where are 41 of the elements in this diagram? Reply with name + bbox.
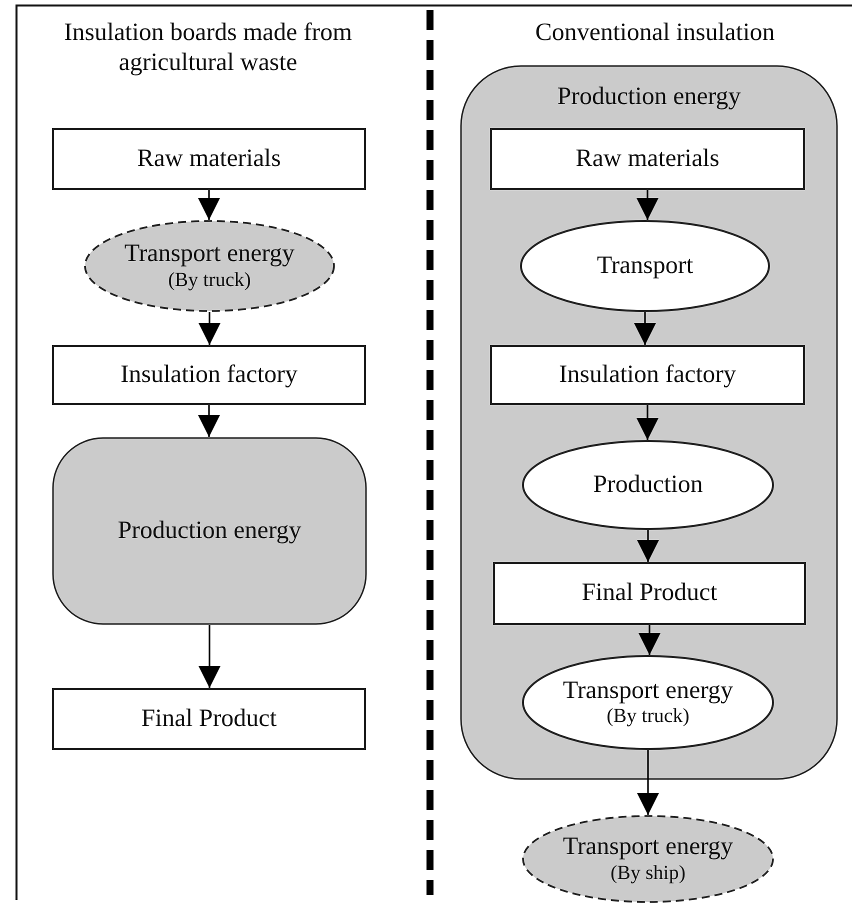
node-note: (By ship) [610,862,686,885]
arrow [634,312,656,345]
node-label: Production [593,470,703,500]
node-label: Insulation factory [120,360,298,390]
arrow [638,625,660,655]
arrow [637,750,659,815]
node-label: Insulation factory [558,360,736,390]
arrow [198,405,220,437]
energy-ellipse [84,220,335,312]
process-box [490,345,805,405]
process-box [52,688,366,750]
arrow [198,312,220,345]
energy-container [460,65,838,780]
process-box [52,345,366,405]
process-ellipse [520,220,770,312]
energy-box [52,437,367,625]
arrow [636,405,658,440]
arrow [636,190,658,220]
column-heading: Insulation boards made from agricultural waste [62,18,354,78]
node-label: Transport [596,252,694,280]
process-box [493,562,806,625]
node-label: Final Product [141,704,277,734]
column-heading: Conventional insulation [534,18,776,48]
node-label: Production energy [118,516,302,546]
node-label: Raw materials [576,144,720,174]
node-label: Transport energy [562,676,734,706]
node-note: (By truck) [606,705,690,728]
node-note: (By truck) [168,268,251,292]
node-label: Transport energy [562,833,734,862]
node-label: Transport energy [124,240,295,269]
node-label: Final Product [582,579,718,608]
node-label: Raw materials [137,144,281,174]
energy-ellipse [522,815,774,903]
container-heading: Production energy [557,83,741,112]
process-ellipse [522,655,774,750]
process-ellipse [522,440,774,530]
arrow [198,190,220,220]
process-box [490,128,805,190]
arrow [198,625,220,688]
arrow [637,530,659,562]
process-box [52,128,366,190]
